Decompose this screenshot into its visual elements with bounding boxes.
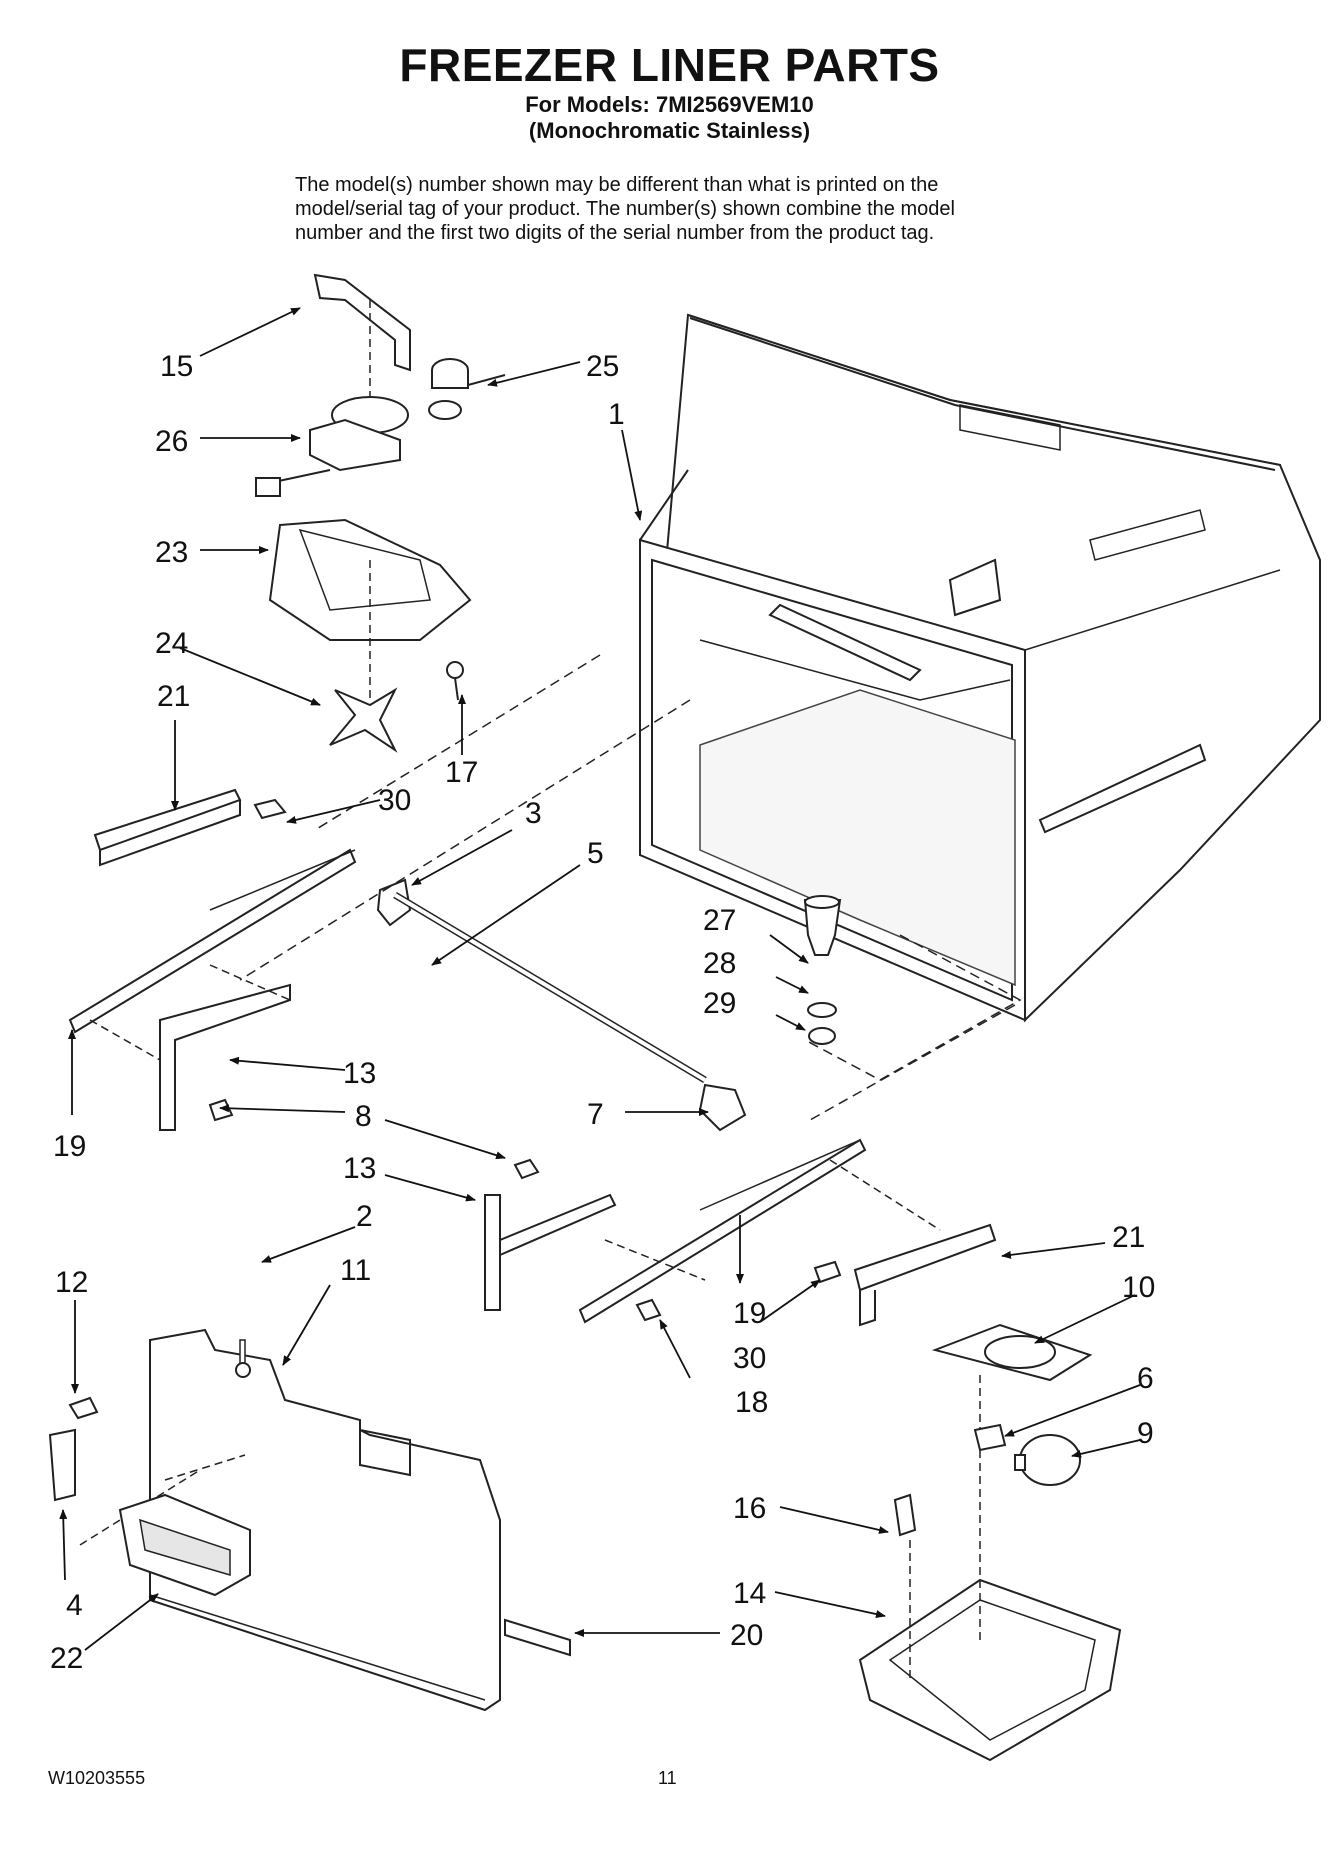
callout-21-right: 21 [1112, 1221, 1145, 1254]
page-number: 11 [658, 1768, 677, 1788]
callout-23: 23 [155, 536, 188, 569]
left-rail-assembly-drawing [68, 788, 747, 1132]
callout-12: 12 [55, 1266, 88, 1299]
callout-21-left: 21 [157, 680, 190, 713]
callout-19-left: 19 [53, 1130, 86, 1163]
notice-line-2: model/serial tag of your product. The nu… [295, 198, 955, 220]
freezer-liner-drawing [638, 313, 1321, 1023]
callout-7: 7 [587, 1098, 604, 1131]
callout-10: 10 [1122, 1271, 1155, 1304]
callout-13-upper: 13 [343, 1057, 376, 1090]
callout-26: 26 [155, 425, 188, 458]
notice-line-3: number and the first two digits of the s… [295, 222, 935, 244]
right-rail-assembly-drawing [239, 654, 1022, 1327]
callout-17: 17 [445, 756, 478, 789]
callout-6: 6 [1137, 1362, 1154, 1395]
callout-25: 25 [586, 350, 619, 383]
callout-30-top: 30 [378, 784, 411, 817]
callout-16: 16 [733, 1492, 766, 1525]
callout-14: 14 [733, 1577, 766, 1610]
callout-30-bottom: 30 [733, 1342, 766, 1375]
callout-20: 20 [730, 1619, 763, 1652]
callout-1: 1 [608, 398, 625, 431]
callout-4: 4 [66, 1589, 83, 1622]
callout-18: 18 [735, 1386, 768, 1419]
callout-28: 28 [703, 947, 736, 980]
callout-11: 11 [340, 1254, 371, 1287]
callout-24: 24 [155, 627, 188, 660]
callout-3: 3 [525, 797, 542, 830]
callout-27: 27 [703, 904, 736, 937]
callout-22: 22 [50, 1642, 83, 1675]
document-number: W10203555 [48, 1768, 146, 1788]
callout-5: 5 [587, 837, 604, 870]
callout-13-lower: 13 [343, 1152, 376, 1185]
light-housing-assembly-drawing [858, 1323, 1122, 1762]
callout-labels: 15 25 1 26 23 24 21 17 30 3 5 27 28 29 1… [50, 350, 1155, 1675]
callout-9: 9 [1137, 1417, 1154, 1450]
drain-parts-drawing [803, 895, 842, 1045]
callout-19-right: 19 [733, 1297, 766, 1330]
notice-line-1: The model(s) number shown may be differe… [295, 174, 939, 196]
callout-29: 29 [703, 987, 736, 1020]
callout-15: 15 [160, 350, 193, 383]
fan-motor-assembly-drawing [255, 273, 506, 753]
callout-2: 2 [356, 1200, 373, 1233]
callout-8: 8 [355, 1100, 372, 1133]
model-number-notice: The model(s) number shown may be differe… [295, 173, 1055, 245]
models-line: For Models: 7MI2569VEM10 [525, 92, 814, 117]
variant-line: (Monochromatic Stainless) [528, 118, 811, 143]
front-panel-assembly-drawing [48, 1328, 571, 1712]
leader-lines [59, 307, 1141, 1651]
page-title: FREEZER LINER PARTS [399, 39, 940, 91]
